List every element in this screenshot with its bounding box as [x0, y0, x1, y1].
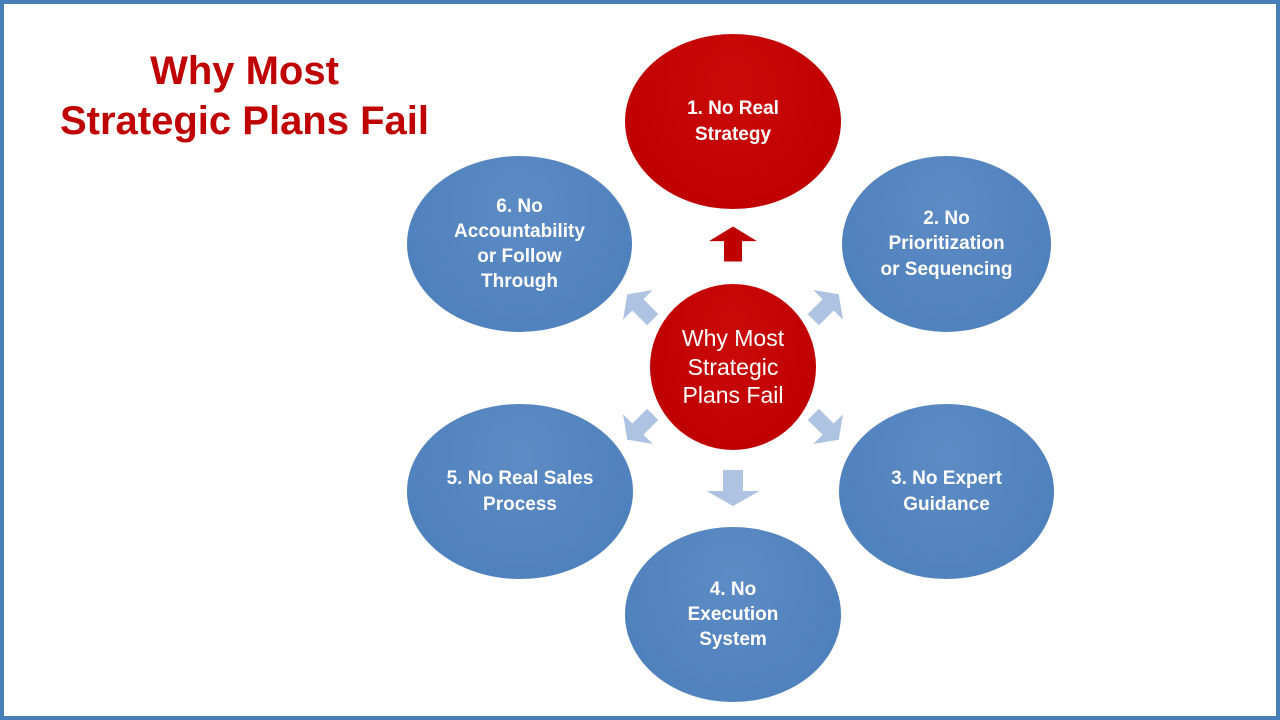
slide-title: Why Most Strategic Plans Fail [59, 49, 430, 143]
arrow-upper-right-icon [798, 279, 853, 334]
arrow-lower-left-icon [612, 399, 667, 454]
node-label: 4. No Execution System [687, 578, 779, 651]
node-label: 1. No Real Strategy [687, 98, 779, 145]
arrow-upper-left-icon [612, 279, 667, 334]
node-no-real-strategy: 1. No Real Strategy [625, 34, 841, 209]
node-label: 6. No Accountability or Follow Through [454, 195, 585, 293]
node-no-expert-guidance: 3. No Expert Guidance [839, 404, 1054, 579]
center-hub: Why Most Strategic Plans Fail [650, 284, 816, 450]
center-hub-label: Why Most Strategic Plans Fail [681, 324, 785, 409]
node-no-real-sales-process: 5. No Real Sales Process [407, 404, 633, 579]
node-label: 5. No Real Sales Process [446, 468, 594, 515]
node-no-execution-system: 4. No Execution System [625, 527, 841, 702]
node-label: 3. No Expert Guidance [891, 468, 1002, 515]
node-no-prioritization: 2. No Prioritization or Sequencing [842, 156, 1051, 332]
node-no-accountability: 6. No Accountability or Follow Through [407, 156, 632, 332]
arrow-up-icon [709, 226, 757, 262]
arrow-lower-right-icon [798, 399, 853, 454]
node-label: 2. No Prioritization or Sequencing [880, 208, 1013, 280]
arrow-down-icon [706, 470, 760, 506]
